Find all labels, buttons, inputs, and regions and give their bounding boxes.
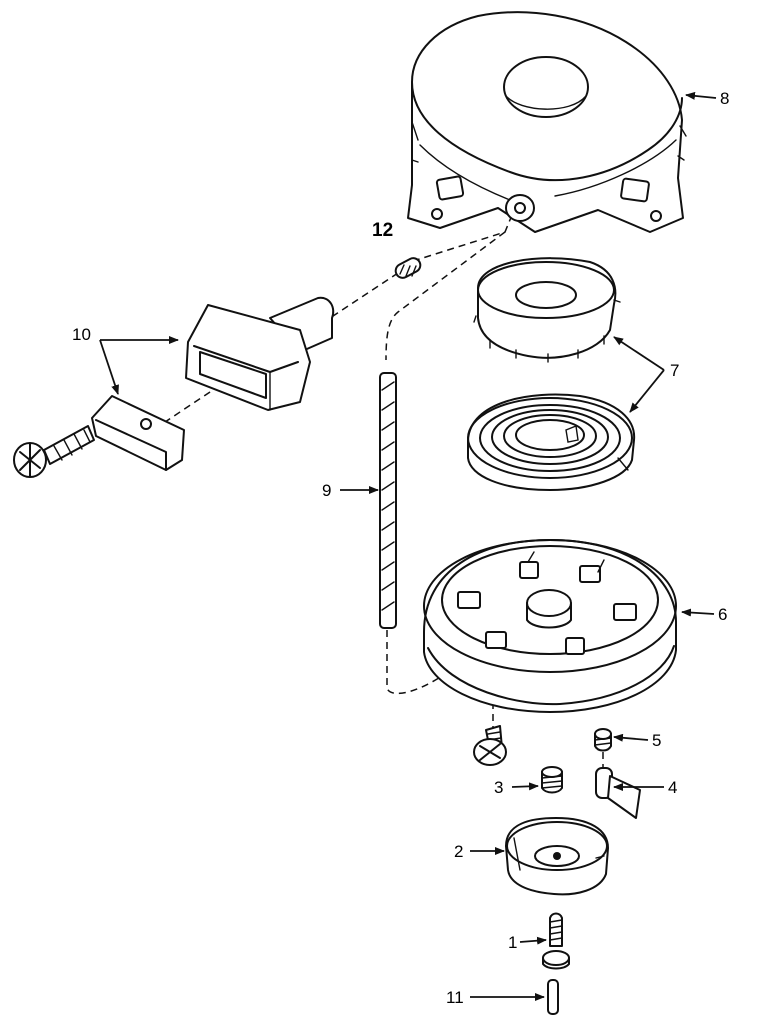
leader-lines <box>99 91 717 1001</box>
callout-2: 2 <box>454 842 463 861</box>
handle-retainer-clip <box>91 395 185 471</box>
starter-housing <box>407 11 687 233</box>
callout-4: 4 <box>668 778 677 797</box>
rope-insert <box>394 257 422 279</box>
callout-5: 5 <box>652 731 661 750</box>
pawl-spring <box>594 728 612 752</box>
retainer-cup <box>505 817 609 896</box>
starter-pawl <box>595 767 641 819</box>
rewind-spring <box>467 393 636 491</box>
callout-1: 1 <box>508 933 517 952</box>
spring-cup <box>473 257 621 363</box>
callout-9: 9 <box>322 481 331 500</box>
callout-10: 10 <box>72 325 91 344</box>
callout-6: 6 <box>718 605 727 624</box>
starter-handle <box>185 296 335 411</box>
brake-spring <box>541 766 563 794</box>
retainer-screw <box>13 425 95 478</box>
callout-11: 11 <box>446 988 464 1007</box>
callout-labels: 8 12 10 7 9 6 5 4 3 2 1 11 <box>72 89 729 1007</box>
callout-7: 7 <box>670 361 679 380</box>
roll-pin <box>547 979 559 1015</box>
callout-3: 3 <box>494 778 503 797</box>
center-shaft-screw <box>542 912 570 970</box>
pulley-center-screw <box>473 725 507 766</box>
rope-pulley <box>423 539 677 713</box>
starter-rope <box>379 372 397 629</box>
callout-12: 12 <box>372 220 393 241</box>
callout-8: 8 <box>720 89 729 108</box>
